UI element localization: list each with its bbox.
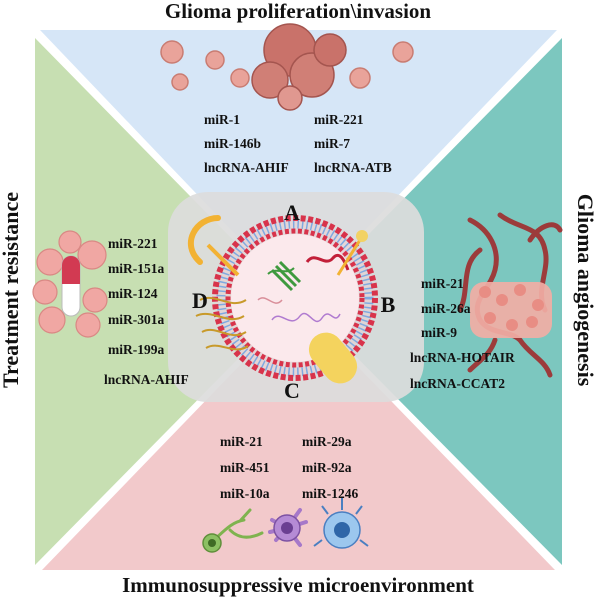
left-label-3: miR-301a (108, 312, 164, 327)
letter-c: C (284, 378, 300, 403)
title-right: Glioma angiogenesis (573, 194, 597, 387)
letter-b: B (381, 292, 396, 317)
top-col1-label-1: miR-146b (204, 136, 261, 151)
tumor-cells-illustration (160, 23, 414, 111)
left-quadrant (35, 38, 294, 565)
left-label-2: miR-124 (108, 286, 158, 301)
left-label-4: miR-199a (108, 342, 164, 357)
drug-capsule-illustration (32, 230, 108, 338)
surface-proteins (187, 215, 368, 384)
right-label-2: miR-9 (421, 325, 457, 340)
top-quadrant (40, 30, 557, 300)
title-left: Treatment resistance (0, 192, 23, 388)
left-label-1: miR-151a (108, 261, 164, 276)
immune-cells-illustration (202, 498, 369, 553)
bottom-col1-label-2: miR-10a (220, 486, 270, 501)
right-label-1: miR-26a (421, 301, 471, 316)
bottom-col2-label-1: miR-92a (302, 460, 352, 475)
right-label-0: miR-21 (421, 276, 464, 291)
bottom-col1-label-1: miR-451 (220, 460, 270, 475)
letter-a: A (284, 200, 300, 225)
left-label-0: miR-221 (108, 236, 158, 251)
bottom-quadrant (42, 305, 555, 570)
bottom-col2-label-0: miR-29a (302, 434, 352, 449)
vessel-tumor-mass (470, 282, 552, 338)
title-top: Glioma proliferation\invasion (165, 0, 432, 23)
left-label-5: lncRNA-AHIF (104, 372, 189, 387)
right-quadrant (302, 38, 562, 565)
title-bottom: Immunosuppressive microenvironment (122, 573, 474, 597)
top-col1-label-2: lncRNA-AHIF (204, 160, 289, 175)
letter-d: D (192, 288, 208, 313)
bottom-col2-label-2: miR-1246 (302, 486, 358, 501)
right-label-4: lncRNA-CCAT2 (410, 376, 505, 391)
top-col1-label-0: miR-1 (204, 112, 240, 127)
right-label-3: lncRNA-HOTAIR (410, 350, 515, 365)
top-col2-label-2: lncRNA-ATB (314, 160, 392, 175)
top-col2-label-0: miR-221 (314, 112, 364, 127)
bottom-col1-label-0: miR-21 (220, 434, 263, 449)
top-col2-label-1: miR-7 (314, 136, 350, 151)
